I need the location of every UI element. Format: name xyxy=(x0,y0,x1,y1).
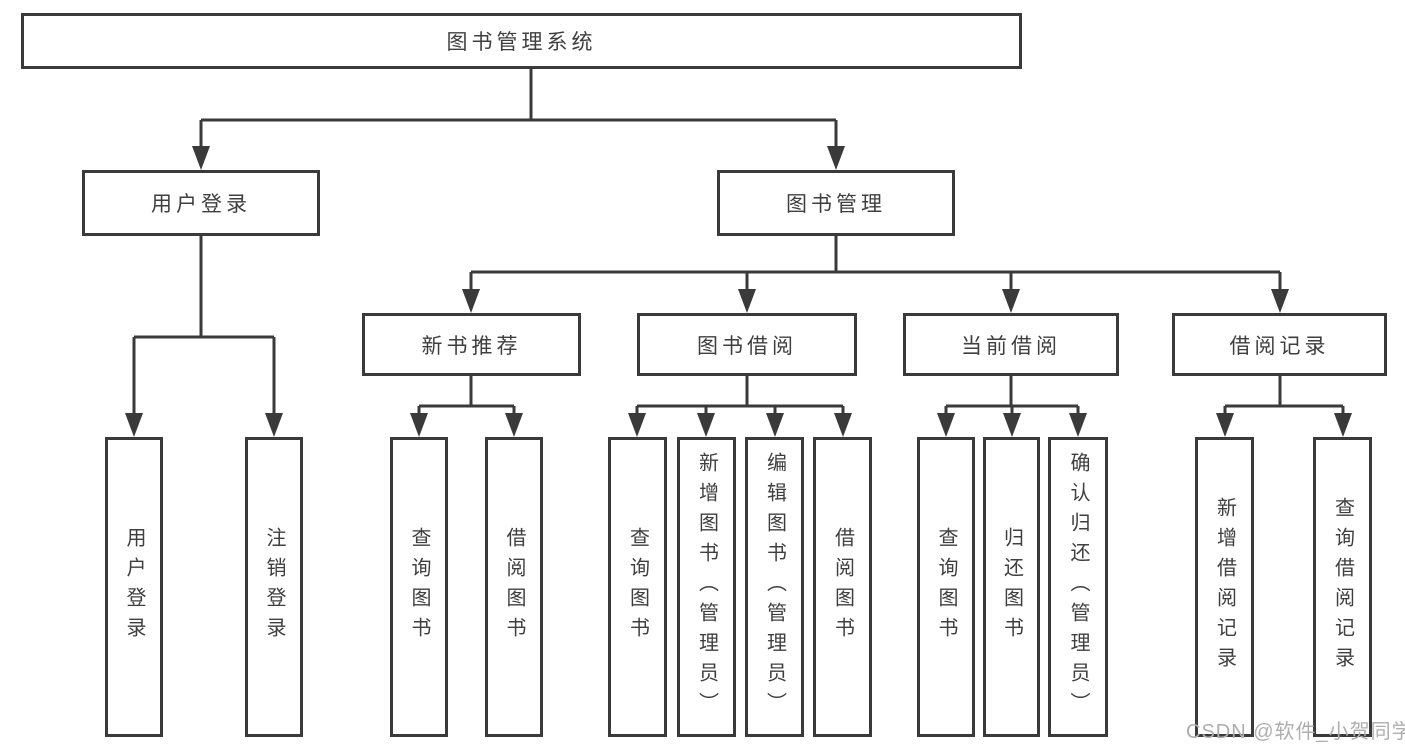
node-user-login: 用户登录 xyxy=(82,170,320,236)
connector-arrowheads xyxy=(125,146,1352,437)
leaf-query-books-recommend: 查询图书 xyxy=(390,437,448,737)
leaf-return-books: 归还图书 xyxy=(983,437,1040,737)
node-borrowing-records: 借阅记录 xyxy=(1172,313,1387,376)
csdn-watermark: CSDN @软件_小贺同学 xyxy=(1186,721,1405,743)
leaf-query-books-borrowing: 查询图书 xyxy=(608,437,667,737)
leaf-query-borrow-record: 查询借阅记录 xyxy=(1313,437,1372,737)
node-new-book-recommendation: 新书推荐 xyxy=(362,313,581,376)
leaf-add-books-admin: 新增图书（管理员） xyxy=(677,437,736,737)
connector-stems xyxy=(132,69,1345,433)
leaf-add-borrow-record: 新增借阅记录 xyxy=(1195,437,1254,737)
leaf-user-login: 用户登录 xyxy=(105,437,163,737)
node-root: 图书管理系统 xyxy=(21,13,1022,69)
leaf-borrow-books-recommend: 借阅图书 xyxy=(485,437,543,737)
leaf-logout: 注销登录 xyxy=(245,437,303,737)
node-book-borrowing: 图书借阅 xyxy=(637,313,857,376)
node-current-borrowing: 当前借阅 xyxy=(903,313,1119,376)
leaf-confirm-return-admin: 确认归还（管理员） xyxy=(1048,437,1108,737)
leaf-borrow-books-borrowing: 借阅图书 xyxy=(813,437,872,737)
leaf-query-books-current: 查询图书 xyxy=(917,437,975,737)
leaf-edit-books-admin: 编辑图书（管理员） xyxy=(745,437,804,737)
node-book-management: 图书管理 xyxy=(717,170,955,236)
